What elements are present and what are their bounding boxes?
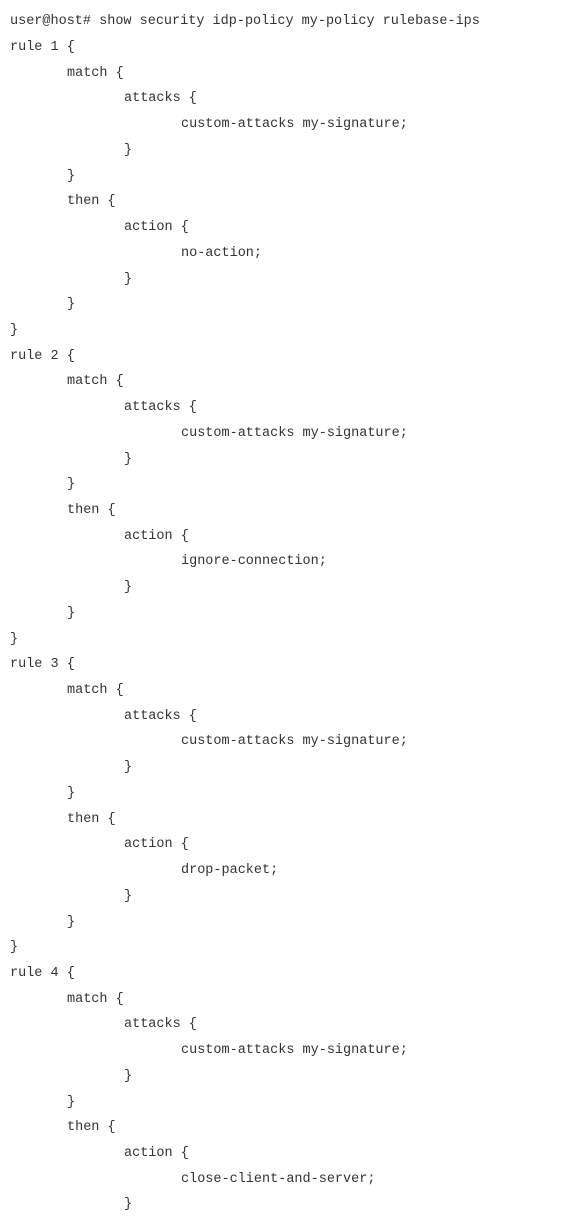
closing-brace: } [67, 1094, 76, 1110]
attack-signature: custom-attacks my-signature; [181, 117, 408, 133]
closing-brace: } [124, 142, 133, 158]
closing-brace: } [10, 322, 19, 338]
closing-brace: } [67, 605, 76, 621]
closing-brace: } [124, 271, 133, 287]
action-block: action { [124, 220, 189, 235]
command-prompt-line: user@host# show security idp-policy my-p… [10, 14, 480, 29]
attacks-block: attacks { [124, 400, 197, 416]
action-block: action { [124, 528, 189, 544]
match-block: match { [67, 65, 124, 81]
closing-brace: } [124, 888, 133, 904]
then-block: then { [67, 811, 116, 827]
attacks-block: attacks { [124, 708, 197, 724]
attacks-block: attacks { [124, 1017, 197, 1033]
closing-brace: } [124, 1197, 133, 1213]
action-block: action { [124, 1146, 189, 1161]
attack-signature: custom-attacks my-signature; [181, 734, 408, 750]
rule-header: rule 3 { [10, 657, 75, 673]
closing-brace: } [67, 785, 76, 801]
attacks-block: attacks { [124, 91, 197, 107]
match-block: match { [67, 374, 124, 390]
closing-brace: } [124, 451, 133, 467]
closing-brace: } [124, 760, 133, 776]
action-value: no-action; [181, 245, 263, 261]
match-block: match { [67, 683, 124, 698]
closing-brace: } [67, 297, 76, 313]
rule-header: rule 4 { [10, 965, 75, 981]
rule-header: rule 1 { [10, 40, 75, 55]
action-value: close-client-and-server; [181, 1171, 376, 1187]
closing-brace: } [67, 168, 76, 184]
then-block: then { [67, 194, 116, 210]
action-value: drop-packet; [181, 863, 279, 878]
closing-brace: } [67, 914, 76, 930]
closing-brace: } [67, 477, 76, 493]
attack-signature: custom-attacks my-signature; [181, 425, 408, 441]
then-block: then { [67, 503, 116, 518]
closing-brace: } [124, 580, 133, 596]
action-block: action { [124, 837, 189, 853]
match-block: match { [67, 991, 124, 1007]
closing-brace: } [10, 940, 19, 956]
action-value: ignore-connection; [181, 554, 327, 570]
then-block: then { [67, 1120, 116, 1136]
attack-signature: custom-attacks my-signature; [181, 1043, 408, 1059]
rule-header: rule 2 { [10, 348, 75, 364]
closing-brace: } [124, 1068, 133, 1084]
closing-brace: } [10, 631, 19, 647]
